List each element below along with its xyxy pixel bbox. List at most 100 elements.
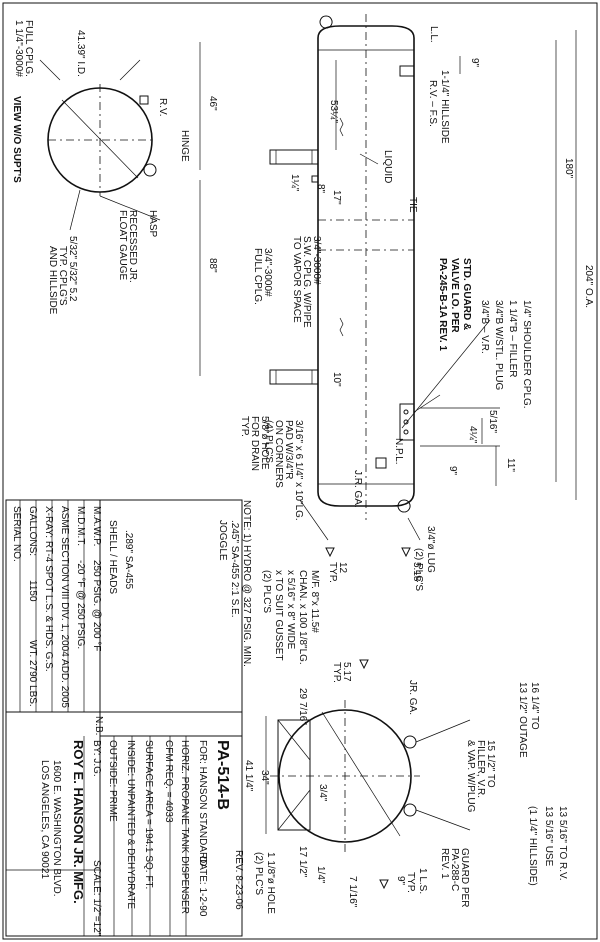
tank-shell — [317, 25, 415, 507]
rv-fs-label: R.V. – F.S. — [427, 80, 438, 127]
guard-fitting — [403, 803, 417, 817]
dim-11-label: 11" — [505, 458, 516, 472]
filler-c: & VAP. W/PLUG — [465, 740, 476, 813]
tb-scale: SCALE: 1/2"=12" — [91, 860, 102, 937]
tie-label: TIE — [407, 197, 418, 213]
filler-a: 15 1/2" TO — [485, 740, 496, 788]
pad-a: 3/16" x 6 1/4" x 10"LG. — [293, 420, 304, 521]
filler-label: 1 1/4"B – FILLER — [507, 300, 518, 377]
tb-outside: OUTSIDE: PRIME — [107, 740, 118, 822]
note-3: JOGGLE — [217, 520, 228, 561]
hasp-fitting — [143, 163, 157, 177]
tb-mawp-val: 250 PSIG. @ 200 °F — [91, 560, 102, 651]
saddle-pad-upper — [269, 149, 319, 165]
dim-180-label: 180" — [563, 158, 574, 179]
tb-asme: ASME SECTION VIII DIV. 1, 2004 ADD. 2005 — [59, 506, 70, 708]
rv-fitting — [139, 95, 149, 105]
guard-a: GUARD PER — [459, 848, 470, 907]
pa-245-label: PA-245-B-1A REV. 1 — [437, 258, 448, 351]
std-guard-label: STD. GUARD & — [461, 258, 472, 330]
weld-symbol — [325, 547, 335, 558]
view-typ-a: 5/32" 5/32" 5.2 — [67, 236, 78, 302]
lift-lug-bottom — [397, 499, 411, 513]
ev-hole-b: (2) PLC'S — [253, 852, 264, 895]
drain-hole-c: TYP. — [239, 416, 250, 437]
view-gauge-b: FLOAT GAUGE — [117, 210, 128, 281]
drain-hole-b: FOR DRAIN — [249, 416, 260, 471]
mf-c: x 5/16" x 8" WIDE — [285, 570, 296, 650]
mf-e: (2) PLC'S — [261, 570, 272, 613]
dim-9-bot-label: 9" — [447, 466, 458, 476]
pad-d: (4) PLC'S — [263, 420, 274, 463]
tb-shell-heads: SHELL / HEADS — [107, 520, 118, 594]
note-1: NOTE: 1) HYDRO @ 327 PSIG. MIN. — [241, 500, 252, 667]
dim-416-label: 4¼" — [467, 426, 479, 444]
ll-label: L.L. — [428, 26, 439, 43]
view-full-b: FULL CPLG. — [23, 20, 34, 77]
end-view-with-support — [265, 547, 471, 890]
dim-8-label: 8" — [315, 184, 326, 194]
tb-inside: INSIDE: UNPAINTED & DEHYDRATE — [125, 740, 136, 909]
view-title: VIEW W/O SUPT'S — [11, 96, 22, 183]
tb-date: DATE: 1-2-90 — [197, 856, 208, 917]
ev-716: 7 1/16" — [347, 876, 358, 908]
ev-518: 5.18 — [411, 562, 422, 582]
lug-b: (2) PLC'S — [413, 548, 424, 591]
tank-side-view — [199, 14, 577, 541]
shoulder-cplg-label: 1/4" SHOULDER CPLG. — [521, 300, 532, 409]
support-saddle — [277, 719, 311, 831]
view-hinge-label: HINGE — [179, 130, 190, 162]
full-cplg-b: FULL CPLG. — [252, 248, 263, 305]
view-hasp-label: HASP — [147, 210, 158, 238]
break-mark — [339, 117, 344, 137]
lug-a: 3/4"ø LUG — [425, 526, 436, 573]
rv-c: (1 1/4" HILLSIDE) — [527, 806, 538, 886]
ev-41: 41 1/4" — [243, 760, 254, 792]
tb-nb: N.B. — [93, 716, 104, 735]
outage-b: 13 1/2" OUTAGE — [517, 682, 528, 758]
tb-serial: SERIAL NO. — [11, 506, 22, 562]
ev-typ: TYP. — [331, 662, 342, 683]
tb-mdmt-label: M.D.M.T. — [75, 506, 86, 546]
tb-addr2: LOS ANGELES, CA 90021 — [39, 760, 50, 879]
ev-12: 12 — [337, 562, 348, 574]
tb-mdmt-val: -20 °F @ 250 PSIG. — [75, 560, 86, 649]
ev-hole-a: 1 1/8"ø HOLE — [265, 852, 276, 914]
valve-guard — [399, 403, 415, 441]
view-full-a: 1 1/4"-3000# — [13, 20, 24, 77]
filler-b: FILLER, V.R. — [475, 740, 486, 798]
tb-by: BY: J.G. — [91, 740, 102, 777]
view-without-supports — [39, 59, 161, 231]
ev-517: 5.17 — [341, 662, 352, 682]
dim-46-label: 46" — [207, 96, 218, 111]
tb-for: FOR: HANSON STANDARD — [197, 740, 208, 867]
dim-10-label: 10" — [331, 372, 342, 387]
tb-drawing-no: PA-514-B — [214, 740, 231, 810]
ev-ls-typ: TYP. — [405, 872, 416, 893]
valve-lo-label: VALVE LO. PER — [449, 258, 460, 333]
ev-34: 34" — [259, 770, 270, 785]
vr-label: 3/4"B – V.R. — [479, 300, 490, 354]
tb-rev: REV. 8-23-06 — [233, 850, 244, 910]
dim-oa-label: 204" O.A. — [583, 265, 594, 308]
tb-horiz: HORIZ. PROPANE TANK DISPENSER — [179, 740, 190, 914]
cplg-vs-label: TO VAPOR SPACE — [291, 236, 302, 323]
jr-ga-fitting — [403, 735, 417, 749]
view-id-label: 41.39" I.D. — [75, 30, 86, 77]
tb-cfm: CFM REQ. = 4033 — [163, 740, 174, 823]
ev-2976: 29 7/16" — [297, 688, 308, 725]
tb-company: ROY E. HANSON JR. MFG. — [71, 740, 86, 904]
plug-label: 3/4"B W/STL. PLUG — [493, 300, 504, 390]
ev-9: 9" — [395, 876, 406, 886]
mf-d: x TO SUIT GUSSET — [273, 570, 284, 661]
hillside-label: 1-1/4" HILLSIDE — [439, 70, 450, 144]
tb-material: .289" SA-455 — [123, 530, 134, 590]
liquid-label: LIQUID — [382, 150, 393, 183]
dim-17-label: 17" — [331, 190, 342, 205]
title-block — [5, 499, 243, 937]
lift-lug-top — [319, 15, 333, 29]
end-view-circle — [278, 709, 412, 843]
guard-c: REV. 1 — [439, 848, 450, 879]
cplg-3000-label: 3/4"-3000# — [311, 236, 322, 285]
